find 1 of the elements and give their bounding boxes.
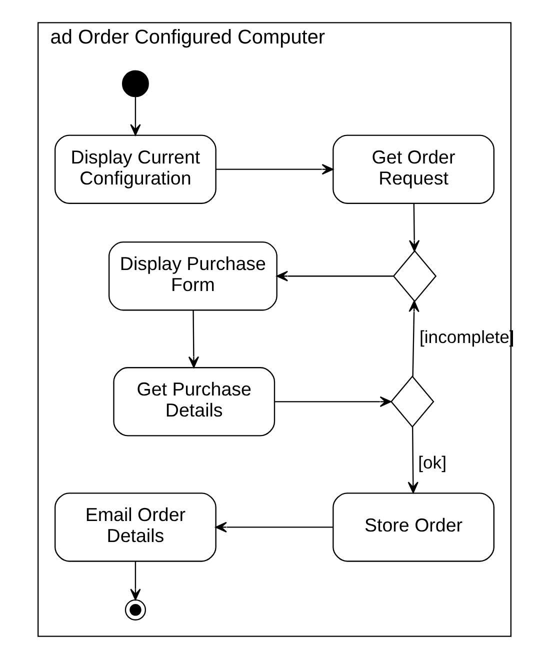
edge-label: [ok] [418, 452, 446, 473]
